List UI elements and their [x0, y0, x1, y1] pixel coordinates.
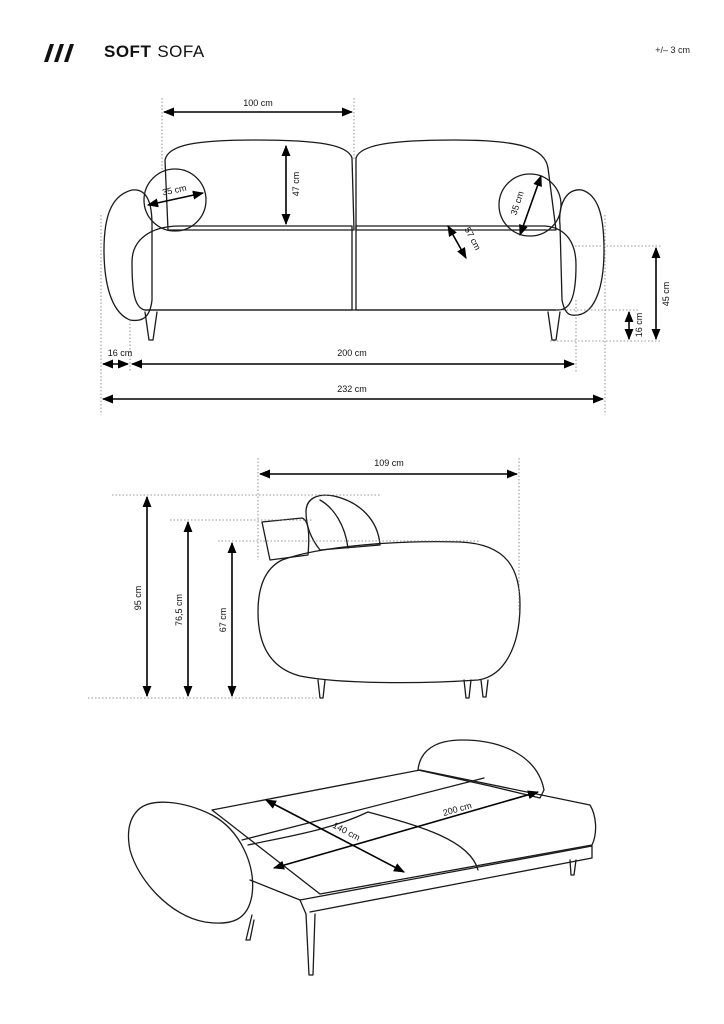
dim-armrest-height: 67 cm [218, 608, 228, 633]
side-view-drawing [257, 494, 521, 699]
title-brand: SOFT [104, 42, 152, 61]
brand-logo-icon [44, 44, 74, 62]
bed-view-drawing [127, 739, 597, 976]
front-view-drawing [103, 139, 605, 341]
dim-backrest-height-side: 76,5 cm [174, 594, 184, 626]
title-product: SOFA [157, 42, 205, 61]
tolerance-note: +/– 3 cm [655, 45, 690, 55]
side-view-dimensions: 109 cm 95 cm 76,5 cm 67 cm [88, 458, 520, 699]
dim-seat-width: 100 cm [243, 98, 273, 108]
page-title: SOFT SOFA [104, 42, 205, 62]
dim-pillow-right: 35 cm [509, 190, 526, 216]
dim-bed-width: 140 cm [331, 820, 362, 843]
front-view-dimensions: 100 cm 47 cm 35 cm 35 cm 57 cm 16 cm 200… [100, 98, 671, 415]
dim-armrest-width: 16 cm [108, 348, 133, 358]
dim-total-height: 95 cm [133, 586, 143, 611]
dim-leg-height: 16 cm [634, 313, 644, 338]
dim-depth: 109 cm [374, 458, 404, 468]
dim-inner-width: 200 cm [337, 348, 367, 358]
dim-backrest-height: 47 cm [291, 172, 301, 197]
dim-total-width: 232 cm [337, 384, 367, 394]
dim-pillow-left: 35 cm [161, 183, 187, 198]
dim-seat-height: 45 cm [661, 282, 671, 307]
